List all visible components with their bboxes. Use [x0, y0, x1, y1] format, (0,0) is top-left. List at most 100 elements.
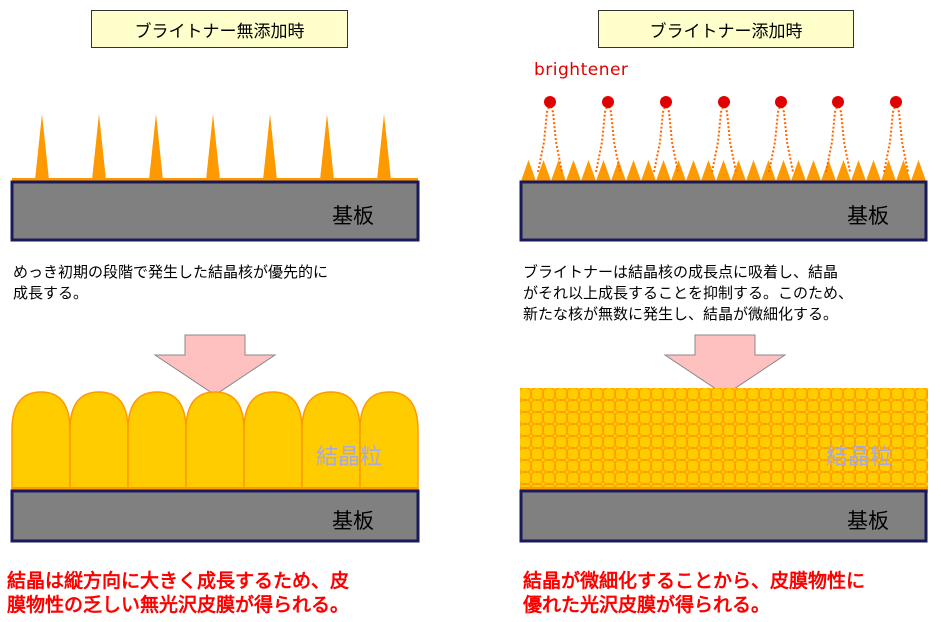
fine-grain	[578, 483, 592, 488]
fine-grain	[590, 388, 604, 401]
fine-grain	[710, 459, 724, 473]
fine-grain	[842, 483, 856, 488]
crystal-spike	[35, 114, 49, 180]
right-brightener-molecules	[537, 96, 909, 173]
fine-grain	[902, 411, 916, 425]
fine-grain	[782, 459, 796, 473]
small-crystal	[596, 160, 611, 181]
fine-grain	[710, 411, 724, 425]
left-bottom-substrate-label: 基板	[332, 509, 374, 533]
fine-grain	[626, 388, 640, 401]
right-top-substrate	[519, 180, 928, 242]
large-grain	[69, 391, 129, 490]
fine-grain	[662, 411, 676, 425]
right-top-substrate-label: 基板	[847, 204, 889, 228]
fine-grain	[734, 447, 748, 461]
fine-grain	[614, 447, 628, 461]
fine-grain	[722, 471, 736, 485]
left-down-arrow	[153, 334, 277, 396]
fine-grain	[926, 401, 928, 411]
fine-grain	[842, 435, 856, 449]
fine-grain	[520, 411, 532, 425]
fine-grain	[578, 447, 592, 461]
fine-grain	[638, 459, 652, 473]
fine-grain	[614, 411, 628, 425]
fine-grain	[602, 483, 616, 488]
left-bottom-substrate	[10, 489, 420, 543]
fine-grain	[902, 435, 916, 449]
fine-grain	[542, 423, 556, 437]
fine-grain	[866, 388, 880, 401]
fine-grain	[866, 471, 880, 485]
fine-grain	[698, 388, 712, 401]
fine-grain	[686, 411, 700, 425]
fine-grain	[926, 425, 928, 435]
small-crystal	[731, 160, 746, 181]
fine-grain	[914, 459, 928, 473]
fine-grain	[566, 423, 580, 437]
fine-grain	[902, 459, 916, 473]
small-crystal	[581, 160, 596, 181]
small-crystal	[911, 160, 926, 181]
fine-grain	[674, 411, 688, 425]
fine-grain	[554, 411, 568, 425]
fine-grain	[842, 411, 856, 425]
small-crystal	[881, 160, 896, 181]
crystal-spike	[263, 114, 277, 180]
fine-grain	[542, 483, 556, 488]
fine-grain	[926, 473, 928, 483]
fine-grain	[710, 399, 724, 413]
fine-grain	[698, 483, 712, 488]
fine-grain	[902, 471, 916, 485]
fine-grain	[854, 399, 868, 413]
fine-grain	[542, 388, 556, 401]
fine-grain	[866, 447, 880, 461]
fine-grain	[566, 459, 580, 473]
fine-grain	[602, 388, 616, 401]
fine-grain	[566, 388, 580, 401]
fine-grain	[830, 399, 844, 413]
fine-grain	[746, 399, 760, 413]
fine-grain	[614, 483, 628, 488]
fine-grain	[578, 411, 592, 425]
fine-grain	[842, 399, 856, 413]
fine-grain	[746, 411, 760, 425]
fine-grain	[782, 411, 796, 425]
fine-grain	[914, 435, 928, 449]
fine-grain	[520, 423, 532, 437]
fine-grain	[818, 388, 832, 401]
fine-grain	[590, 483, 604, 488]
fine-grain	[842, 459, 856, 473]
fine-grain	[782, 435, 796, 449]
fine-grain	[674, 447, 688, 461]
fine-grain	[602, 459, 616, 473]
fine-grain	[520, 388, 532, 401]
fine-grain	[590, 435, 604, 449]
fine-grain	[662, 447, 676, 461]
fine-grain	[698, 471, 712, 485]
small-crystal	[866, 160, 881, 181]
fine-grain	[520, 435, 532, 449]
fine-grain	[794, 471, 808, 485]
fine-grain	[818, 423, 832, 437]
fine-grain	[758, 435, 772, 449]
fine-grain	[566, 411, 580, 425]
fine-grain	[686, 471, 700, 485]
fine-grain	[638, 411, 652, 425]
fine-grain	[722, 459, 736, 473]
fine-grain	[914, 483, 928, 488]
fine-grain	[806, 388, 820, 401]
crystal-spike	[149, 114, 163, 180]
small-crystal	[851, 160, 866, 181]
fine-grain	[638, 435, 652, 449]
left-grain-label: 結晶粒	[316, 445, 382, 470]
fine-grain	[902, 388, 916, 401]
fine-grain	[698, 423, 712, 437]
brightener-dot	[718, 96, 730, 108]
fine-grain	[686, 447, 700, 461]
fine-grain	[770, 399, 784, 413]
fine-grain	[674, 423, 688, 437]
fine-grain	[566, 447, 580, 461]
fine-grain	[794, 388, 808, 401]
